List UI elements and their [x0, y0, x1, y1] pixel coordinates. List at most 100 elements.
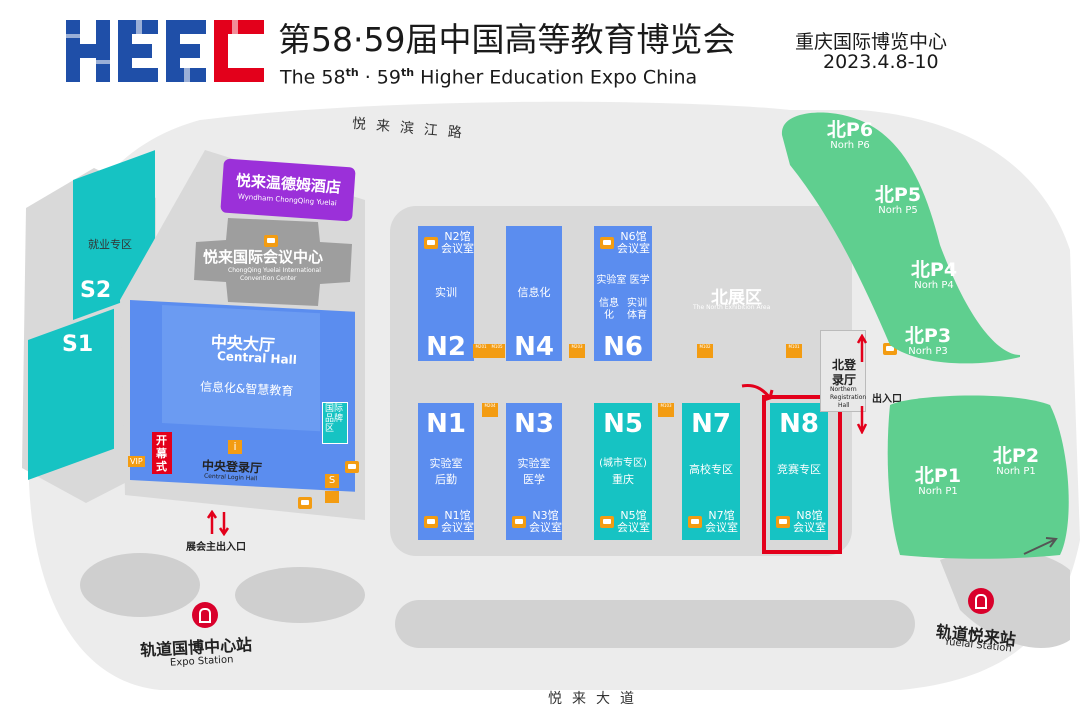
hall-n1-zone-2: 后勤 — [435, 473, 457, 486]
hall-n4[interactable]: 信息化 N4 — [506, 226, 562, 361]
main-entrance-arrows-icon — [206, 510, 230, 536]
heec-logo-graphic — [66, 20, 264, 82]
hall-n2-zone: 实训 — [435, 286, 457, 299]
hall-n1-number: N1 — [426, 409, 466, 439]
meeting-room-icon — [600, 516, 614, 528]
north-arrow-icon — [1023, 537, 1058, 555]
green-patch-right — [940, 549, 1070, 649]
hall-n6-zone-b: 信息化 — [596, 298, 622, 322]
toilet-icon — [325, 491, 339, 503]
meeting-room-icon — [776, 516, 790, 528]
yuelai-station-metro-icon — [968, 588, 994, 614]
parking-south-area — [887, 395, 1069, 559]
intl-brand-zone-label: 国际品牌区 — [325, 404, 344, 434]
meeting-room-icon — [688, 516, 702, 528]
hall-n2[interactable]: N2馆会议室 实训 N2 — [418, 226, 474, 361]
parking-north-area — [781, 112, 1020, 364]
hall-n3-room-line2: 会议室 — [529, 521, 562, 534]
hall-n5-room-line2: 会议室 — [617, 521, 650, 534]
hall-n6-zone-a: 实验室 医学 — [596, 275, 650, 286]
hall-n6-meeting-room[interactable]: N6馆会议室 — [600, 231, 650, 255]
hall-n8-meeting-room[interactable]: N8馆会议室 — [776, 510, 826, 534]
north-exit-arrows-icon — [856, 334, 868, 434]
info-icon: i — [228, 440, 242, 454]
parking-p5: 北P5 Norh P5 — [870, 185, 926, 217]
venue-name: 重庆国际博览中心 — [795, 31, 948, 53]
hall-n2-number: N2 — [426, 332, 466, 362]
hall-n5-room-line1: N5馆 — [620, 509, 647, 522]
meeting-room-label: N3馆会议室 — [529, 510, 562, 534]
meeting-tag-m101: M101 — [786, 344, 802, 358]
meeting-room-label: N6馆会议室 — [617, 231, 650, 255]
meeting-room-icon — [424, 516, 438, 528]
heec-logo — [66, 20, 266, 82]
parking-p5-en: Norh P5 — [878, 205, 918, 216]
hall-n7[interactable]: N7 高校专区 N7馆会议室 — [682, 403, 740, 540]
hall-n3-number: N3 — [514, 409, 554, 439]
green-patch-mid — [235, 567, 365, 623]
meeting-tag-m105: M105 — [489, 344, 505, 358]
n8-highlight-frame — [762, 395, 842, 554]
northern-login-cn-1: 北登 — [832, 358, 857, 372]
central-hall-inner — [162, 305, 320, 432]
hall-n6-room-line1: N6馆 — [620, 230, 647, 243]
hall-n6-zone-c2: 体育 — [627, 310, 647, 321]
meeting-tag-m103: M103 — [658, 403, 674, 417]
hall-n1-room-line2: 会议室 — [441, 521, 474, 534]
hall-n7-room-line2: 会议室 — [705, 521, 738, 534]
meeting-room-label: N1馆会议室 — [441, 510, 474, 534]
hall-n1[interactable]: N1 实验室 后勤 N1馆会议室 — [418, 403, 474, 540]
hall-n5[interactable]: N5 (城市专区) 重庆 N5馆会议室 — [594, 403, 652, 540]
parking-p2: 北P2 Norh P1 — [988, 446, 1044, 478]
convention-meeting-icon — [264, 235, 278, 247]
hall-n8[interactable]: N8 竞赛专区 N8馆会议室 — [770, 403, 828, 540]
title-en-sup2: th — [400, 66, 415, 79]
hall-n7-number: N7 — [691, 409, 731, 439]
n8-pointer-arrow-icon — [741, 384, 774, 402]
meeting-tag-m102: M102 — [697, 344, 713, 358]
meeting-tag-m201: M201 — [473, 344, 489, 358]
hall-n2-meeting-room[interactable]: N2馆会议室 — [424, 231, 474, 255]
meeting-room-icon — [600, 237, 614, 249]
hall-n3-zone-2: 医学 — [523, 473, 545, 486]
hall-n8-room-line2: 会议室 — [793, 521, 826, 534]
parking-p4-en: Norh P4 — [914, 280, 954, 291]
shop-icon — [345, 461, 360, 473]
opening-ceremony-label: 开幕式 — [156, 434, 167, 473]
expo-title-cn: 第58·59届中国高等教育博览会 — [278, 20, 736, 59]
hall-n8-room-line1: N8馆 — [796, 509, 823, 522]
parking-p6-en: Norh P6 — [830, 140, 870, 151]
hall-n4-zone: 信息化 — [517, 286, 551, 299]
northern-login-en-2: Registration — [830, 394, 867, 401]
convention-name-cn: 悦来国际会议中心 — [203, 248, 324, 266]
south-road-label: 悦来大道 — [548, 691, 644, 707]
hall-n6-zone-c1: 实训 — [627, 298, 647, 309]
hall-n6[interactable]: N6馆会议室 实验室 医学 信息化 实训体育 N6 — [594, 226, 652, 361]
hall-n3-meeting-room[interactable]: N3馆会议室 — [512, 510, 562, 534]
hall-n4-number: N4 — [514, 332, 554, 362]
northern-login-hall — [820, 330, 866, 412]
hall-n6-zone-b2: 化 — [604, 310, 614, 321]
parking-shapes — [781, 112, 1069, 559]
parking-p4: 北P4 Norh P4 — [906, 260, 962, 292]
meeting-tag-m204: M204 — [482, 403, 498, 417]
title-en-suffix: Higher Education Expo China — [414, 66, 698, 89]
central-meeting-icon — [298, 497, 313, 509]
hall-n5-meeting-room[interactable]: N5馆会议室 — [600, 510, 650, 534]
hall-n1-meeting-room[interactable]: N1馆会议室 — [424, 510, 474, 534]
hall-n7-meeting-room[interactable]: N7馆会议室 — [688, 510, 738, 534]
meeting-room-label: N7馆会议室 — [705, 510, 738, 534]
hall-n5-number: N5 — [603, 409, 643, 439]
s-zone-label: 就业专区 — [88, 238, 132, 251]
expo-station-metro-icon — [192, 602, 218, 628]
expo-dates: 2023.4.8-10 — [823, 51, 939, 73]
northern-login-en-3: Hall — [838, 402, 850, 409]
parking-p1: 北P1 Norh P1 — [910, 466, 966, 498]
vip-badge: VIP — [128, 456, 145, 467]
meeting-room-icon — [512, 516, 526, 528]
parking-p5-cn: 北P5 — [874, 184, 922, 206]
hall-n3[interactable]: N3 实验室 医学 N3馆会议室 — [506, 403, 562, 540]
hall-n5-zone-1: (城市专区) — [599, 458, 647, 469]
parking-p2-en: Norh P1 — [996, 466, 1036, 477]
hall-n8-zone: 竞赛专区 — [777, 463, 821, 476]
